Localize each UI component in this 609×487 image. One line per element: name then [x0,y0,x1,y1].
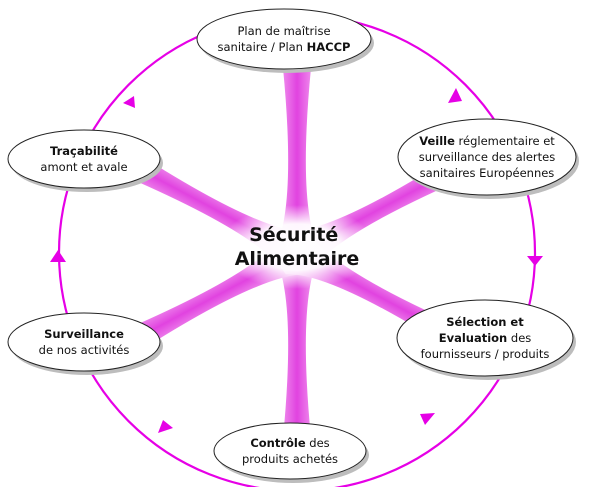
node-label-bold: Veille [419,134,455,148]
node-label: Traçabilité amont et avale [40,144,127,174]
node-surveillance: Surveillance de nos activités [7,312,163,375]
center-title-line2: Alimentaire [235,248,360,270]
arrow-icon [527,256,543,266]
node-label-text: surveillance des alertes [419,150,556,164]
node-veille: Veille réglementaire et surveillance des … [397,118,579,199]
node-label-text: sanitaire / Plan [218,40,307,54]
node-ellipse [213,422,367,480]
node-label-line: Evaluation des [439,331,532,345]
node-label-line: surveillance des alertes [419,150,556,164]
node-label-line: sanitaire / Plan HACCP [218,40,351,54]
node-ellipse [397,118,577,196]
node-label-text: produits achetés [242,452,338,466]
node-label-bold: Sélection et [446,315,524,329]
node-layer: Plan de maîtrise sanitaire / Plan HACCP Ve… [7,8,579,483]
node-label-text: de nos activités [39,343,130,357]
center-title: Sécurité Alimentaire [235,224,360,270]
arrow-icon [420,413,435,425]
node-label: Plan de maîtrise sanitaire / Plan HACCP [218,24,351,54]
node-label-bold: Traçabilité [50,144,118,158]
node-label-text: Plan de maîtrise [237,24,330,38]
node-label-line: Surveillance [44,327,124,341]
node-label-bold: Surveillance [44,327,124,341]
node-label-line: de nos activités [39,343,130,357]
node-label-bold: HACCP [307,40,351,54]
center-title-line1: Sécurité [249,224,338,246]
node-label-bold: Evaluation [439,331,508,345]
node-label-text: des [306,436,330,450]
node-ellipse [7,312,161,372]
node-label: Surveillance de nos activités [39,327,130,357]
node-label-line: produits achetés [242,452,338,466]
center-backdrop [219,205,375,289]
arrow-icon [123,96,135,108]
node-controle: Contrôle des produits achetés [213,422,369,483]
node-ellipse [7,129,161,189]
arrow-icon [158,420,173,433]
arrow-icon [448,88,462,103]
node-label-text: sanitaires Européennes [420,166,555,180]
node-label-line: Plan de maîtrise [237,24,330,38]
node-label: Veille réglementaire et surveillance des … [419,134,556,180]
cycle-arrows [50,88,543,433]
arrow-icon [50,250,66,262]
node-tracabilite: Traçabilité amont et avale [7,129,163,192]
node-label-text: des [507,331,531,345]
node-label-line: Contrôle des [250,436,329,450]
node-plan-haccp: Plan de maîtrise sanitaire / Plan HACCP [196,8,374,73]
node-ellipse [396,299,574,377]
node-label-line: amont et avale [40,160,127,174]
node-label-text: réglementaire et [455,134,555,148]
node-label: Contrôle des produits achetés [242,436,338,466]
node-label-text: fournisseurs / produits [421,347,550,361]
node-label-line: Traçabilité [50,144,118,158]
node-selection: Sélection et Evaluation des fournisseurs /… [396,299,576,380]
node-label: Sélection et Evaluation des fournisseurs /… [421,315,550,361]
node-label-bold: Contrôle [250,436,306,450]
node-label-line: fournisseurs / produits [421,347,550,361]
node-label-line: Sélection et [446,315,524,329]
node-label-text: amont et avale [40,160,127,174]
node-label-line: sanitaires Européennes [420,166,555,180]
node-ellipse [196,8,372,70]
node-label-line: Veille réglementaire et [419,134,555,148]
